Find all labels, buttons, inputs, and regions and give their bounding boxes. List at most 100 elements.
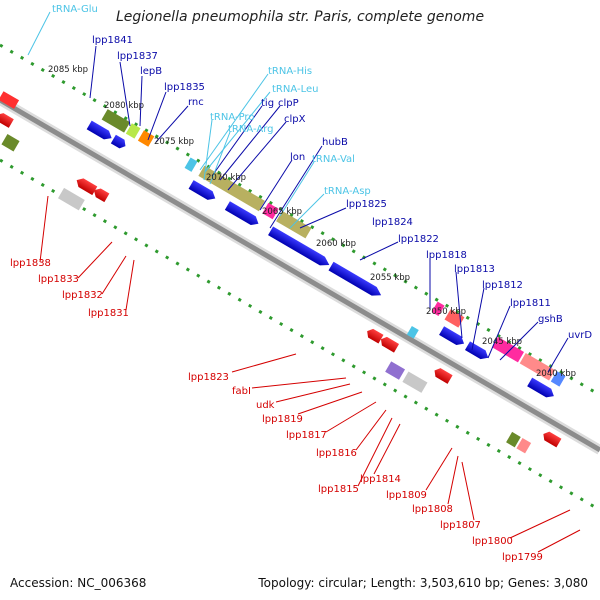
gene-label: rnc <box>188 97 204 108</box>
map-title: Legionella pneumophila str. Paris, compl… <box>115 9 485 25</box>
gene-label: lpp1808 <box>412 504 453 515</box>
feature-block <box>431 301 445 317</box>
gene-label: tRNA-Pro <box>210 112 254 123</box>
kbp-2045: 2045 kbp <box>482 337 522 347</box>
gene-arrow <box>527 377 554 398</box>
gene-label: lpp1815 <box>318 484 359 495</box>
top-gene-labels: tRNA-Glu lpp1841 lpp1837 lepB lpp1835 rn… <box>52 4 592 341</box>
gene-label: hubB <box>322 137 348 148</box>
gene-label: lpp1822 <box>398 234 439 245</box>
kbp-2055: 2055 kbp <box>370 273 410 283</box>
gene-label: tRNA-Val <box>312 154 355 165</box>
gene-label: lepB <box>140 66 162 77</box>
gene-arrow <box>188 180 216 200</box>
kbp-2050: 2050 kbp <box>426 307 466 317</box>
gene-label: lpp1837 <box>117 51 158 62</box>
top-leader-lines <box>27 11 569 373</box>
gene-label: lpp1816 <box>316 448 357 459</box>
gene-arrow <box>86 120 112 140</box>
feature-block <box>0 91 20 109</box>
gene-label: lpp1835 <box>164 82 205 93</box>
gene-arrow <box>328 261 382 296</box>
feature-block <box>262 202 279 220</box>
feature-block <box>385 361 406 380</box>
kbp-2065: 2065 kbp <box>262 207 302 217</box>
kbp-2040: 2040 kbp <box>536 369 576 379</box>
gene-label: fabI <box>232 386 251 397</box>
gene-arrow <box>439 326 465 345</box>
gene-label: uvrD <box>568 330 592 341</box>
feature-block <box>506 431 521 448</box>
feature-block <box>198 165 265 212</box>
gene-label: lpp1814 <box>360 474 401 485</box>
gene-label: lpp1811 <box>510 298 551 309</box>
gene-label: tig <box>261 98 274 109</box>
kbp-2080: 2080 kbp <box>104 101 144 111</box>
gene-label: lpp1807 <box>440 520 481 531</box>
feature-block <box>125 123 141 139</box>
gene-label: lpp1800 <box>472 536 513 547</box>
gene-arrow <box>268 226 330 266</box>
kbp-2085: 2085 kbp <box>48 65 88 75</box>
gene-label: gshB <box>538 314 563 325</box>
gene-label: lpp1819 <box>262 414 303 425</box>
bottom-leader-lines <box>39 195 581 553</box>
gene-label: lpp1817 <box>286 430 327 441</box>
gene-label: lpp1799 <box>502 552 543 563</box>
gene-arrow <box>464 341 489 360</box>
kbp-2075: 2075 kbp <box>154 137 194 147</box>
upper-tick-line <box>0 43 600 397</box>
gene-label: lpp1841 <box>92 35 133 46</box>
bottom-gene-labels: lpp1838 lpp1833 lpp1832 lpp1831 lpp1823 … <box>10 258 543 563</box>
gene-arrow <box>0 113 14 128</box>
gene-label: lpp1831 <box>88 308 129 319</box>
gene-arrow <box>434 368 453 384</box>
gene-label: lon <box>290 152 305 163</box>
gene-arrow <box>367 328 384 344</box>
rna-block <box>406 325 419 339</box>
gene-label: lpp1833 <box>38 274 79 285</box>
gene-label: tRNA-Leu <box>272 84 318 95</box>
gene-label: udk <box>256 400 275 411</box>
gene-label: lpp1824 <box>372 217 413 228</box>
gene-arrow <box>224 201 259 226</box>
feature-tracks <box>0 91 566 454</box>
gene-label: lpp1825 <box>346 199 387 210</box>
gene-label: lpp1838 <box>10 258 51 269</box>
kbp-markers: 2085 kbp 2080 kbp 2075 kbp 2070 kbp 2065… <box>48 65 576 379</box>
accession-text: Accession: NC_006368 <box>10 576 147 590</box>
gene-label: tRNA-Arg <box>228 124 273 135</box>
gene-arrow <box>543 431 562 448</box>
feature-block <box>444 309 465 328</box>
gene-label: clpX <box>284 114 306 125</box>
rna-block <box>184 157 198 172</box>
feature-block <box>516 437 532 454</box>
gene-label: lpp1832 <box>62 290 103 301</box>
gene-label: tRNA-Asp <box>324 186 371 197</box>
gene-label: lpp1818 <box>426 250 467 261</box>
gene-label: lpp1823 <box>188 372 229 383</box>
feature-block <box>101 109 131 133</box>
feature-block <box>519 353 556 381</box>
gene-label: lpp1809 <box>386 490 427 501</box>
topology-text: Topology: circular; Length: 3,503,610 bp… <box>258 576 588 590</box>
feature-block <box>550 371 566 387</box>
feature-block <box>1 134 20 152</box>
gene-arrow <box>110 134 126 149</box>
kbp-2060: 2060 kbp <box>316 239 356 249</box>
gene-label: tRNA-Glu <box>52 4 98 15</box>
feature-block <box>402 371 428 393</box>
gene-label: lpp1813 <box>454 264 495 275</box>
lower-tick-line <box>0 158 600 512</box>
feature-block <box>58 187 85 211</box>
gene-arrow <box>93 188 110 203</box>
feature-block <box>137 130 155 147</box>
gene-label: tRNA-His <box>268 66 312 77</box>
gene-arrow <box>76 178 98 196</box>
gene-arrow <box>380 336 400 353</box>
feature-block <box>492 336 525 363</box>
kbp-2070: 2070 kbp <box>206 173 246 183</box>
gene-label: clpP <box>278 98 299 109</box>
